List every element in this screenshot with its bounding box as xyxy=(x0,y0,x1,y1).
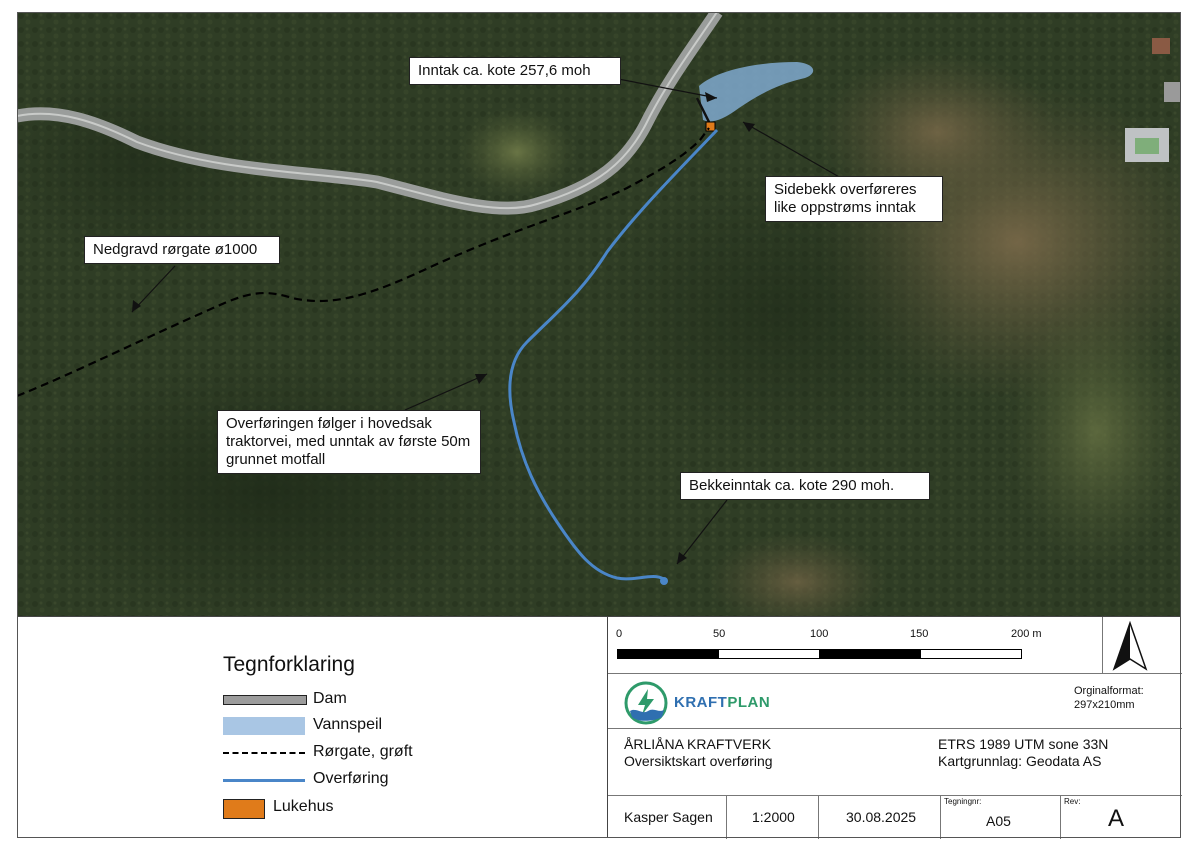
sheet-frame xyxy=(17,12,1181,838)
clearing-patch xyxy=(817,52,1057,212)
company-name-part1: KRAFT xyxy=(674,694,728,711)
scale-segment xyxy=(920,649,1022,659)
leader-line xyxy=(131,265,176,313)
legend-title: Tegnforklaring xyxy=(223,653,355,676)
legend-item-pipe: Rørgate, grøft xyxy=(223,742,583,764)
meadow-patch xyxy=(457,107,577,197)
project-subtitle: Oversiktskart overføring xyxy=(624,753,773,769)
scale-label: 100 xyxy=(810,628,829,640)
divider xyxy=(608,673,1182,674)
divider xyxy=(608,795,1182,796)
arrowhead xyxy=(132,300,141,312)
aerial-map[interactable]: Inntak ca. kote 257,6 moh Sidebekk overf… xyxy=(17,12,1181,616)
arrowhead xyxy=(677,552,687,564)
coordinate-system: ETRS 1989 UTM sone 33N xyxy=(938,736,1109,752)
dam-symbol xyxy=(223,695,307,705)
clearing-patch xyxy=(707,532,887,616)
legend-label: Lukehus xyxy=(273,798,334,815)
legend-label: Vannspeil xyxy=(313,716,383,733)
legend-item-dam: Dam xyxy=(223,689,583,711)
legend-label: Dam xyxy=(313,690,347,707)
leader-line xyxy=(676,499,728,565)
legend-panel: Tegnforklaring Dam Vannspeil Rørgate, gr… xyxy=(17,616,607,838)
legend-item-water: Vannspeil xyxy=(223,715,583,737)
leader-line xyxy=(404,373,488,411)
title-block: 0 50 100 150 200 m KRAFTPLAN Orginalform… xyxy=(607,616,1182,839)
divider xyxy=(608,728,1182,729)
legend-item-transfer: Overføring xyxy=(223,769,583,791)
format-value: 297x210mm xyxy=(1074,699,1135,711)
drawing-date: 30.08.2025 xyxy=(846,809,917,825)
arrowhead xyxy=(743,122,755,132)
pipe-symbol xyxy=(223,752,305,754)
legend-label: Overføring xyxy=(313,770,389,787)
transfer-symbol xyxy=(223,779,305,782)
scale-label: 0 xyxy=(616,628,623,640)
leader-line xyxy=(742,121,842,179)
buried-pipe-line xyxy=(17,127,710,398)
divider xyxy=(940,795,941,839)
leader-line xyxy=(612,77,718,99)
arrowhead xyxy=(705,92,717,102)
gate-house-symbol xyxy=(223,799,265,819)
side-stream-callout: Sidebekk overføreres like oppstrøms innt… xyxy=(765,176,943,222)
lightning-wave-logo xyxy=(624,681,668,725)
buried-pipe-callout: Nedgravd rørgate ø1000 xyxy=(84,236,280,264)
revision: A xyxy=(1108,805,1125,832)
transfer-line xyxy=(508,128,719,584)
clearing-patch xyxy=(1007,292,1181,572)
map-scale: 1:2000 xyxy=(752,809,795,825)
scale-label: 150 xyxy=(910,628,929,640)
arrowhead xyxy=(475,374,487,384)
legend-item-gate-house: Lukehus xyxy=(223,797,583,819)
north-arrow-icon xyxy=(1112,621,1148,671)
divider xyxy=(726,795,727,839)
gate-house xyxy=(705,121,716,132)
project-name: ÅRLIÅNA KRAFTVERK xyxy=(624,736,772,752)
author: Kasper Sagen xyxy=(624,809,713,825)
dark-forest-patch xyxy=(17,62,277,262)
revision-label: Rev: xyxy=(1064,797,1081,806)
water-symbol xyxy=(223,717,305,735)
dam-line xyxy=(695,97,713,127)
basemap-source: Kartgrunnlag: Geodata AS xyxy=(938,753,1102,769)
dark-forest-patch xyxy=(597,172,957,452)
divider xyxy=(1060,795,1061,839)
map-canvas xyxy=(17,12,1181,616)
divider xyxy=(1102,617,1103,673)
divider xyxy=(818,795,819,839)
company-name-part2: PLAN xyxy=(727,694,771,711)
building xyxy=(1164,82,1180,102)
water-surface xyxy=(699,62,814,122)
scale-label: 50 xyxy=(713,628,726,640)
scale-bar xyxy=(617,649,1022,659)
company-name: KRAFTPLAN xyxy=(674,694,770,711)
drawing-number: A05 xyxy=(986,813,1011,829)
building xyxy=(1135,138,1159,154)
transfer-route-callout: Overføringen følger i hovedsak traktorve… xyxy=(217,410,481,474)
road-edge xyxy=(17,12,718,210)
stream-intake-point xyxy=(660,577,668,585)
stream-intake-callout: Bekkeinntak ca. kote 290 moh. xyxy=(680,472,930,500)
drawing-number-label: Tegningnr: xyxy=(944,797,982,806)
scale-label: 200 m xyxy=(1011,628,1042,640)
legend-label: Rørgate, grøft xyxy=(313,743,413,760)
format-label: Orginalformat: xyxy=(1074,685,1144,697)
intake-callout: Inntak ca. kote 257,6 moh xyxy=(409,57,621,85)
building xyxy=(1152,38,1170,54)
